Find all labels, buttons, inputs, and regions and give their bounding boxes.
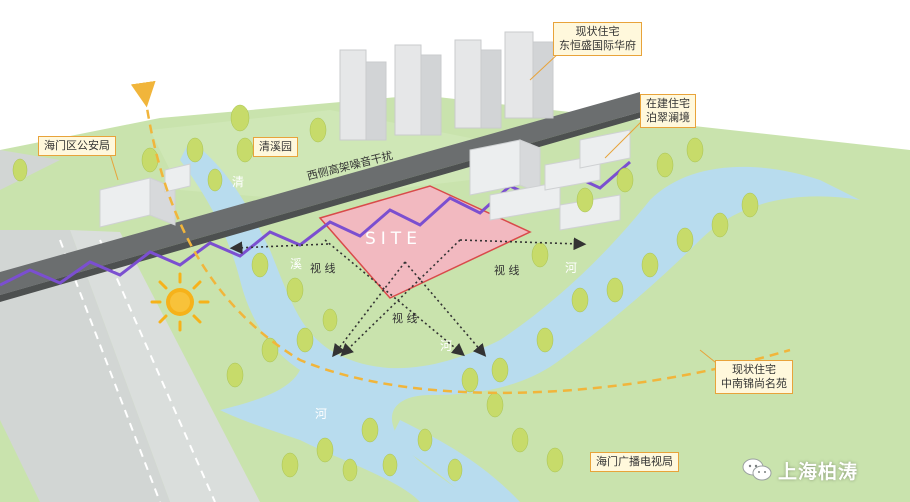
river-char-5: 河 <box>315 407 327 421</box>
river-char-1: 清 <box>232 175 244 189</box>
construction-line-2: 泊翠澜境 <box>646 111 690 124</box>
sightline-label-2: 视 线 <box>494 263 520 277</box>
residential-towers <box>339 31 554 141</box>
police-callout: 海门区公安局 <box>38 136 116 156</box>
watermark-text: 上海柏涛 <box>778 460 859 483</box>
road-main <box>0 230 170 502</box>
construction-buildings <box>469 129 631 231</box>
river-char-2: 溪 <box>290 257 302 271</box>
watermark: 上海柏涛 <box>742 452 902 488</box>
construction-callout: 在建住宅 泊翠澜境 <box>640 94 696 128</box>
residential-south-line-1: 现状住宅 <box>732 363 776 376</box>
site-parcel <box>318 185 532 299</box>
sun-path <box>130 80 791 395</box>
site-label: SITE <box>365 229 422 249</box>
residential-east-line-2: 东恒盛国际华府 <box>559 39 636 52</box>
road-side <box>70 230 260 502</box>
police-buildings <box>99 163 191 228</box>
tv-station-callout: 海门广播电视局 <box>590 452 679 472</box>
road-east <box>0 150 60 190</box>
garden-callout: 清溪园 <box>253 137 298 157</box>
elevated-road <box>0 92 640 295</box>
sightline-label-1: 视 线 <box>310 261 336 275</box>
sightlines <box>229 237 587 358</box>
sightline-label-3: 视 线 <box>392 311 418 325</box>
river-char-4: 河 <box>440 339 452 353</box>
construction-line-1: 在建住宅 <box>646 97 690 110</box>
residential-east-callout: 现状住宅 东恒盛国际华府 <box>553 22 642 56</box>
river-char-3: 河 <box>565 261 577 275</box>
residential-south-callout: 现状住宅 中南锦尚名苑 <box>715 360 793 394</box>
residential-south-line-2: 中南锦尚名苑 <box>721 377 787 390</box>
residential-east-line-1: 现状住宅 <box>575 25 620 38</box>
sun-icon <box>150 272 210 332</box>
wechat-icon <box>742 458 772 481</box>
trees <box>12 104 759 482</box>
